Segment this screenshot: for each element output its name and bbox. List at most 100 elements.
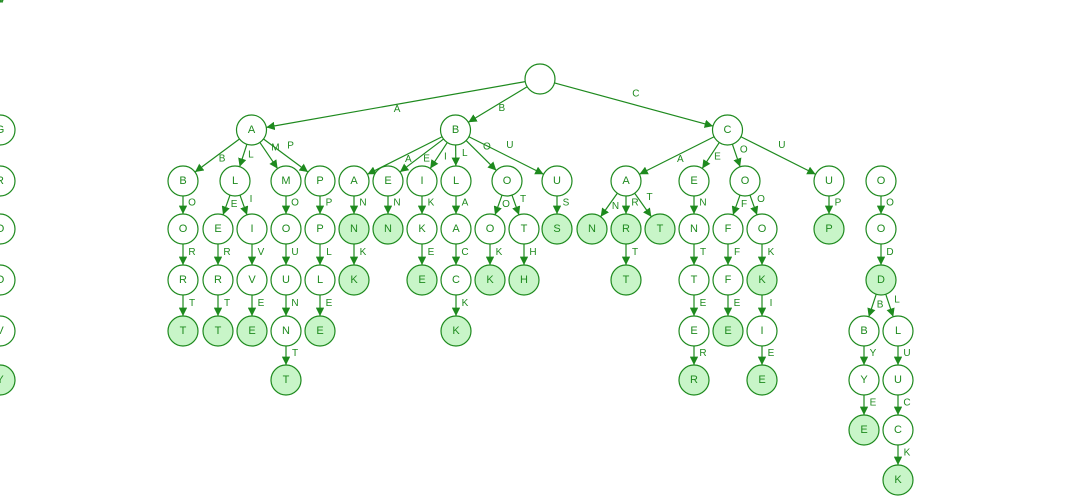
edge-label-g3-o0-o0-d0-b0-y0-e0: E — [870, 398, 877, 409]
node-circle — [678, 264, 710, 296]
terminal-node-circle — [882, 464, 914, 496]
node-letter: F — [725, 274, 732, 286]
trie-node-a0-b0-o0: O — [167, 213, 199, 245]
trie-node-c2: C — [711, 114, 744, 146]
edge-label-c2-e1-n0-t0-e0: E — [700, 298, 707, 309]
node-letter: A — [350, 175, 358, 187]
trie-node-g3-o0-o0-d0: D — [865, 264, 897, 296]
node-letter: K — [486, 274, 494, 286]
edge-b1-o4 — [465, 140, 497, 171]
node-letter: E — [316, 325, 323, 337]
edge-label-b1-o4-o0-k0: K — [496, 247, 503, 258]
terminal-node-circle — [338, 213, 370, 245]
trie-node-c2-o2: O — [729, 165, 761, 197]
edge-a0-p3 — [263, 138, 309, 173]
node-letter: O — [486, 223, 495, 235]
node-letter: R — [214, 274, 222, 286]
terminal-node-circle — [236, 315, 268, 347]
node-letter: I — [420, 175, 423, 187]
trie-node-a0-b0-o0-r0: R — [167, 264, 199, 296]
trie-node-g3-r1-o0: O — [0, 213, 16, 245]
trie-node-c2-o2-o1: O — [746, 213, 778, 245]
edge-a0-l1 — [238, 144, 248, 167]
trie-node-b1-l3: L — [440, 165, 472, 197]
trie-node-g3: G — [0, 114, 16, 146]
node-letter: C — [724, 124, 732, 136]
trie-root-node — [524, 63, 556, 95]
node-letter: N — [690, 223, 698, 235]
terminal-node-circle — [576, 213, 608, 245]
trie-node-c2-a0-n0: N — [576, 213, 608, 245]
trie-node-g3-r1-o0-o0-v0-y0: Y — [0, 364, 16, 396]
terminal-node-circle — [541, 213, 573, 245]
trie-node-c2-e1: E — [678, 165, 710, 197]
trie-node-a0-p3-p0-l0-e0: E — [304, 315, 336, 347]
edge-label-g3-o0-o0-d0-l1-u0: U — [903, 348, 910, 359]
node-circle — [219, 165, 251, 197]
node-letter: T — [657, 223, 664, 235]
node-letter: E — [214, 223, 221, 235]
trie-node-a0-m2-o0: O — [270, 213, 302, 245]
trie-node-b1-u5: U — [541, 165, 573, 197]
trie-node-c2-e1-n0-t0-e0: E — [678, 315, 710, 347]
trie-node-a0-p3-p0-l0: L — [304, 264, 336, 296]
node-circle — [372, 165, 404, 197]
node-circle — [541, 165, 573, 197]
edge-label-c2-o2-f0-f0: F — [734, 247, 740, 258]
trie-node-b1-e1: E — [372, 165, 404, 197]
node-letter: Y — [0, 374, 4, 386]
trie-node-g3-o0-o0-d0-l1-u0: U — [882, 364, 914, 396]
edge-label-c2-u3: U — [778, 140, 785, 151]
node-circle — [270, 264, 302, 296]
terminal-node-circle — [270, 364, 302, 396]
node-circle — [440, 165, 472, 197]
trie-node-c2-e1-n0-t0-e0-r0: R — [678, 364, 710, 396]
edge-label-a0-l1: L — [248, 149, 254, 160]
node-letter: B — [452, 124, 459, 136]
trie-node-b1-o4-t1-h0: H — [508, 264, 540, 296]
trie-node-a0-l1-i1-v0-e0: E — [236, 315, 268, 347]
node-letter: P — [316, 223, 323, 235]
node-letter: O — [282, 223, 291, 235]
node-letter: O — [741, 175, 750, 187]
trie-node-b1-i2-k0: K — [406, 213, 438, 245]
terminal-node-circle — [304, 315, 336, 347]
node-letter: G — [0, 124, 4, 136]
node-circle — [270, 213, 302, 245]
node-circle — [304, 165, 336, 197]
node-circle — [0, 315, 16, 347]
trie-node-b1-o4: O — [491, 165, 523, 197]
terminal-node-circle — [202, 315, 234, 347]
edge-label-a0-b0-o0-r0-t0: T — [189, 298, 195, 309]
terminal-node-circle — [848, 414, 880, 446]
node-letter: T — [180, 325, 187, 337]
terminal-node-circle — [0, 364, 16, 396]
edge-label-g3-o0-o0-d0-b0: B — [877, 300, 884, 311]
edge-label-c2-a0: A — [677, 154, 684, 165]
terminal-node-circle — [338, 264, 370, 296]
node-circle — [440, 264, 472, 296]
node-letter: A — [452, 223, 460, 235]
edge-label-c2-o2-o1-k0: K — [768, 247, 775, 258]
trie-node-a0: A — [235, 114, 268, 146]
node-letter: F — [725, 223, 732, 235]
node-circle — [439, 114, 472, 146]
edge-label-c2-e1-n0-t0-e0-r0: R — [699, 348, 706, 359]
edge-label-g3-o0-o0-d0-l1: L — [894, 294, 900, 305]
edge-a0 — [266, 81, 526, 131]
node-circle — [167, 213, 199, 245]
edge-a0-m2 — [259, 142, 279, 169]
edge-label-a0-p3: P — [287, 141, 294, 152]
node-letter: H — [520, 274, 528, 286]
node-letter: O — [179, 223, 188, 235]
node-circle — [338, 165, 370, 197]
edge-label-g3-o0-o0-d0: D — [886, 247, 893, 258]
terminal-node-circle — [474, 264, 506, 296]
edge-g3-o0-o0-d0-b0 — [867, 294, 877, 317]
edge-label-b1-i2: I — [444, 151, 447, 162]
edge-label-b1-a0: A — [405, 154, 412, 165]
edge-label-c2-o2-f0-f0-e0: E — [734, 298, 741, 309]
edges-layer: ABORTLERTIVEMOUNTPPLEBANKENIKELACKOOKTHU… — [0, 0, 911, 465]
edge-c2-a0-t2 — [634, 192, 652, 218]
edge-label-b1-e1: E — [423, 153, 430, 164]
